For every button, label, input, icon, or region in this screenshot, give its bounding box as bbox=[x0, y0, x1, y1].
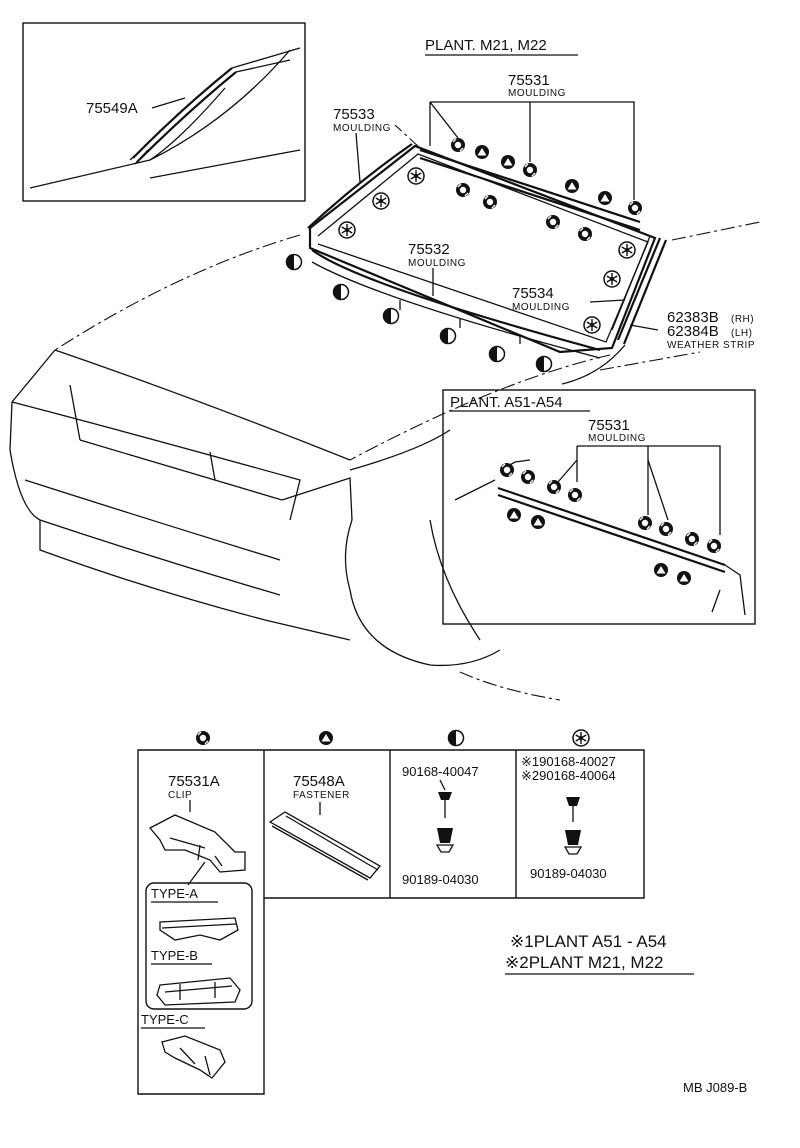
label-star-part-1: ※190168-40027 bbox=[521, 754, 616, 769]
label-62384b-side: (LH) bbox=[731, 328, 752, 339]
label-fastener: FASTENER bbox=[293, 790, 350, 801]
label-type-c: TYPE-C bbox=[141, 1012, 189, 1027]
note-plant-a: ※1PLANT A51 - A54 bbox=[510, 932, 667, 951]
label-star-part-2: ※290168-40064 bbox=[521, 768, 616, 783]
label-90168-40047: 90168-40047 bbox=[402, 764, 479, 779]
note-plant-m: ※2PLANT M21, M22 bbox=[505, 953, 664, 972]
label-62384b: 62384B bbox=[667, 323, 719, 340]
fastener-drawing bbox=[268, 802, 381, 881]
label-75549a: 75549A bbox=[86, 100, 138, 117]
label-75534-name: MOULDING bbox=[512, 302, 570, 313]
label-62383b: 62383B bbox=[667, 309, 719, 326]
label-75531a: 75531A bbox=[168, 773, 220, 790]
label-plant-a-75531-name: MOULDING bbox=[588, 433, 646, 444]
screw-drawing bbox=[435, 779, 455, 853]
label-type-a: TYPE-A bbox=[151, 886, 198, 901]
label-type-b: TYPE-B bbox=[151, 948, 198, 963]
label-90189-04030-a: 90189-04030 bbox=[402, 872, 479, 887]
label-62383b-side: (RH) bbox=[731, 314, 754, 325]
clip-drawing bbox=[148, 800, 246, 886]
label-75531-name: MOULDING bbox=[508, 88, 566, 99]
plant-a-title: PLANT. A51-A54 bbox=[450, 394, 563, 411]
inset-plant-a bbox=[442, 389, 756, 625]
clip-types-frame bbox=[145, 882, 253, 1010]
inset-top-left bbox=[22, 22, 306, 202]
label-75534: 75534 bbox=[512, 285, 554, 302]
type-a-clip-shape bbox=[159, 917, 239, 941]
label-75533-name: MOULDING bbox=[333, 123, 391, 134]
label-weather-strip: WEATHER STRIP bbox=[667, 340, 755, 351]
label-75532: 75532 bbox=[408, 241, 450, 258]
label-90189-04030-b: 90189-04030 bbox=[530, 866, 607, 881]
label-75533: 75533 bbox=[333, 106, 375, 123]
type-b-clip-shape bbox=[156, 977, 241, 1006]
label-75532-name: MOULDING bbox=[408, 258, 466, 269]
star-screw-drawing bbox=[563, 797, 583, 855]
label-75531: 75531 bbox=[508, 72, 550, 89]
parts-table bbox=[137, 729, 645, 1095]
footer-code: MB J089-B bbox=[683, 1080, 747, 1095]
plant-m-title: PLANT. M21, M22 bbox=[425, 37, 547, 54]
type-c-clip-shape bbox=[161, 1035, 226, 1079]
label-75548a: 75548A bbox=[293, 773, 345, 790]
plant-m-leaders bbox=[355, 101, 659, 385]
label-plant-a-75531: 75531 bbox=[588, 417, 630, 434]
car-body-outline bbox=[9, 124, 761, 701]
label-clip: CLIP bbox=[168, 790, 192, 801]
